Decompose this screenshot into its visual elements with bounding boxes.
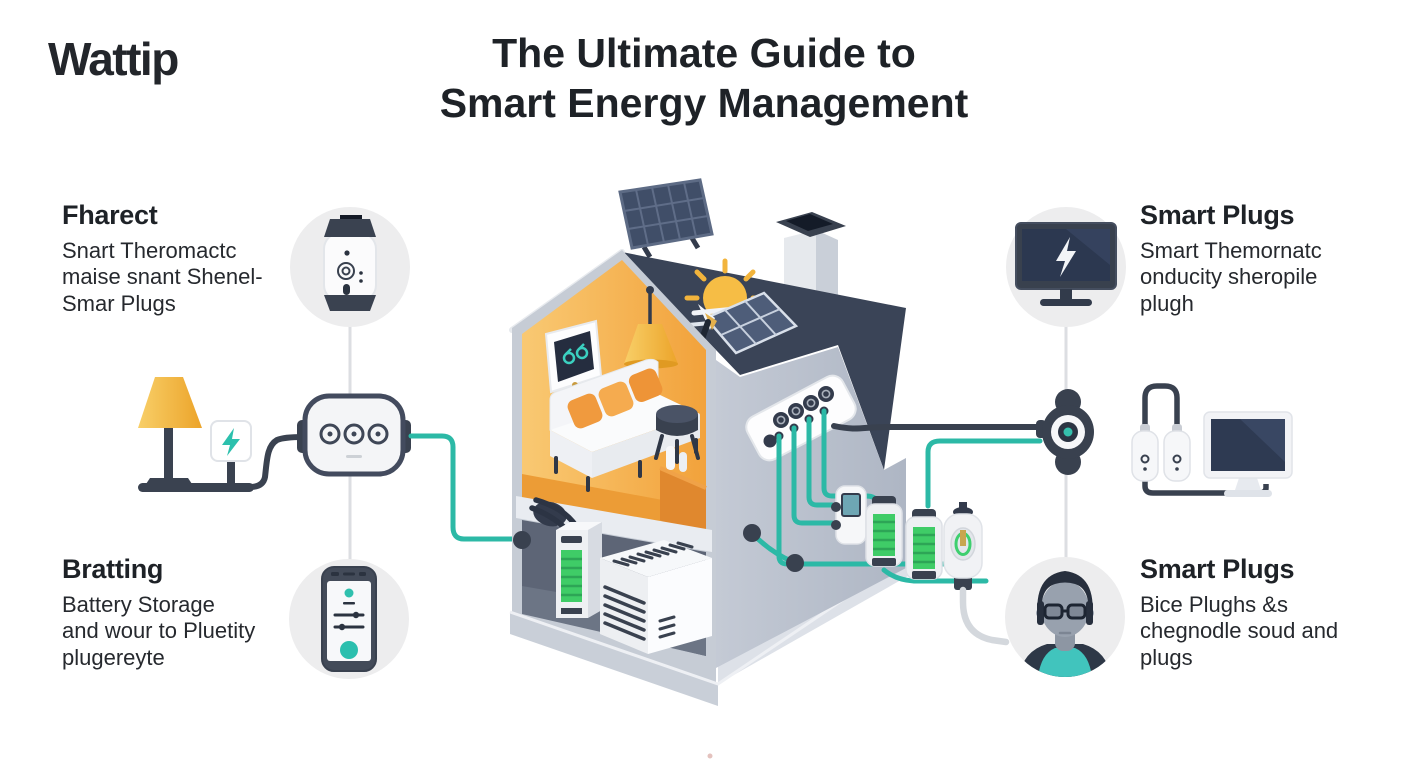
callout-heading: Fharect <box>62 200 158 230</box>
camera-knob-device <box>1036 389 1094 475</box>
power-strip <box>297 393 411 477</box>
callout-heading: Bratting <box>62 554 164 584</box>
callout-bottom-left: Bratting Battery Storage and wour to Plu… <box>62 554 392 671</box>
battery-cell-2 <box>905 509 943 580</box>
callout-top-right: Smart Plugs Smart Themornatc onducity sh… <box>1140 200 1408 317</box>
brand-logo: Wattip <box>48 33 179 85</box>
bolt-icon <box>222 428 240 456</box>
battery-cell-1 <box>865 496 903 567</box>
callout-bottom-right: Smart Plugs Bice Plughs &s chegnodle sou… <box>1140 554 1408 671</box>
teal-wire-left <box>408 433 521 542</box>
title-line-1: The Ultimate Guide to <box>492 30 916 76</box>
smart-socket <box>943 502 1010 646</box>
energy-meter-box <box>210 420 306 490</box>
smart-speaker-icon <box>323 215 377 311</box>
speck <box>707 753 713 759</box>
basement <box>522 497 712 656</box>
callout-body: Bice Plughs &s chegnodle soud and plugs <box>1140 592 1339 670</box>
device-circle-tv <box>1006 207 1126 327</box>
floor-slab <box>516 496 712 552</box>
callout-top-left: Fharect Snart Theromactc maise snant She… <box>62 200 392 317</box>
panel-knobs <box>773 386 834 428</box>
callout-heading: Smart Plugs <box>1140 554 1295 584</box>
hvac-unit <box>600 540 712 654</box>
callout-body: Smart Themornatc onducity sheropile plug… <box>1140 238 1322 316</box>
pendant-lamp <box>624 286 678 369</box>
wall-thermostat <box>544 319 603 394</box>
title-line-2: Smart Energy Management <box>439 80 969 127</box>
rooftop-solar-panel <box>618 178 714 259</box>
callout-body: Battery Storage and wour to Pluetity plu… <box>62 592 256 670</box>
page-title: The Ultimate Guide to Smart Energy Manag… <box>0 28 1408 128</box>
person-avatar-icon <box>1019 571 1111 677</box>
device-circle-smartphone <box>289 559 409 679</box>
junction-dots <box>513 524 804 572</box>
wall-control-panel <box>745 374 857 462</box>
teal-wire-knob <box>925 438 1043 509</box>
bolt-icon <box>1056 237 1076 277</box>
callout-body: Snart Theromactc maise snant Shenel- Sma… <box>62 238 263 316</box>
desktop-monitor <box>1203 411 1293 497</box>
floor-lamp <box>138 377 254 492</box>
side-stool <box>654 405 700 464</box>
energy-remote <box>831 485 867 545</box>
mini-solar-panel-icon <box>698 291 799 355</box>
device-circle-smart-speaker <box>290 207 410 327</box>
smartphone-app-icon <box>321 566 377 672</box>
sofa-pillows <box>567 368 663 429</box>
device-circle-avatar <box>1005 557 1125 677</box>
dark-cable-right <box>831 423 1043 432</box>
callout-heading: Smart Plugs <box>1140 200 1295 230</box>
tv-lightning-icon <box>1015 222 1117 306</box>
home-battery <box>556 522 602 618</box>
